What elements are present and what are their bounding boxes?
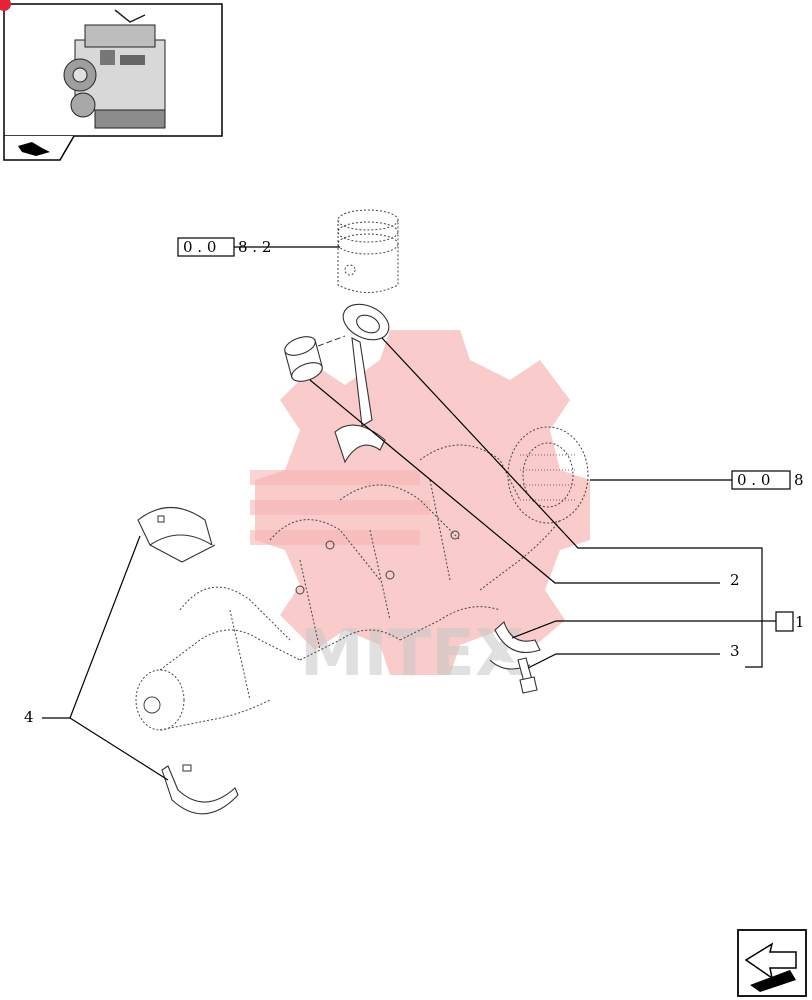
crankshaft xyxy=(135,426,589,731)
thumbnail-tab xyxy=(3,135,75,161)
callout-flywheel-ref: 0 . 0 8 xyxy=(731,470,804,490)
item-4-label: 4 xyxy=(24,708,34,726)
flywheel-ref-boxed: 0 . 0 xyxy=(737,471,770,489)
conrod-bolt xyxy=(517,657,538,694)
connecting-rod xyxy=(334,303,390,464)
callout-item-1: 1 xyxy=(775,611,805,632)
watermark-text: MITEX xyxy=(300,617,524,691)
callout-piston-ref: 0 . 0 8 . 2 xyxy=(177,237,271,257)
piston-reference xyxy=(337,209,399,293)
flywheel-ref-suffix: 8 xyxy=(794,471,804,489)
leader-lines xyxy=(42,246,776,781)
next-page-arrow-icon[interactable] xyxy=(737,929,807,997)
watermark-logo: MITEX xyxy=(250,330,590,691)
main-bearing-lower xyxy=(161,764,239,815)
engine-thumbnail-icon[interactable] xyxy=(3,3,223,137)
item-2-label: 2 xyxy=(730,571,740,589)
item-3-label: 3 xyxy=(730,642,740,660)
main-bearing-upper xyxy=(137,507,216,563)
piston-ref-boxed: 0 . 0 xyxy=(183,238,216,256)
piston-pin-bushing xyxy=(284,335,346,382)
corner-badge xyxy=(0,0,11,11)
item-1-label: 1 xyxy=(795,613,805,631)
piston-ref-suffix: 8 . 2 xyxy=(238,238,271,256)
